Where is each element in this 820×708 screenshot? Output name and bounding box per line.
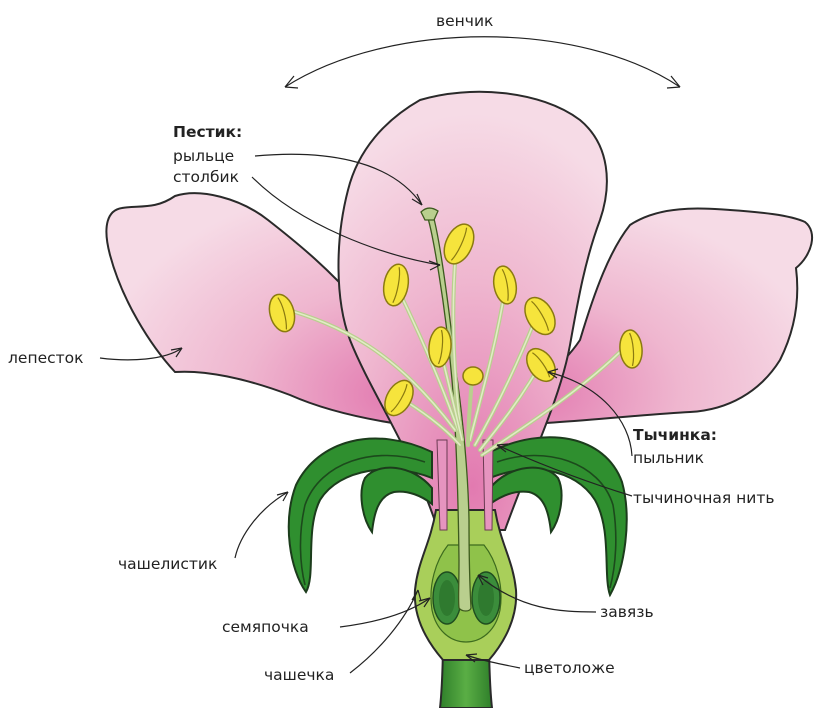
label-pistil-title: Пестик:: [173, 123, 242, 141]
label-anther: пыльник: [633, 449, 704, 467]
label-calyx: чашечка: [264, 666, 334, 684]
label-receptacle: цветоложе: [524, 659, 615, 677]
sepal-left-outer: [289, 439, 432, 592]
pistil-stigma: [421, 208, 438, 220]
label-ovary: завязь: [600, 603, 654, 621]
label-stigma: рыльце: [173, 147, 234, 165]
label-style: столбик: [173, 168, 239, 186]
label-stamen-title: Тычинка:: [633, 426, 717, 444]
label-sepal: чашелистик: [118, 555, 217, 573]
ovule-left: [433, 572, 461, 624]
label-corolla: венчик: [436, 12, 493, 30]
label-filament: тычиночная нить: [633, 489, 775, 507]
label-petal: лепесток: [8, 349, 84, 367]
ovule-right: [472, 572, 500, 624]
label-ovule: семяпочка: [222, 618, 309, 636]
sepal-left-inner: [361, 468, 432, 532]
